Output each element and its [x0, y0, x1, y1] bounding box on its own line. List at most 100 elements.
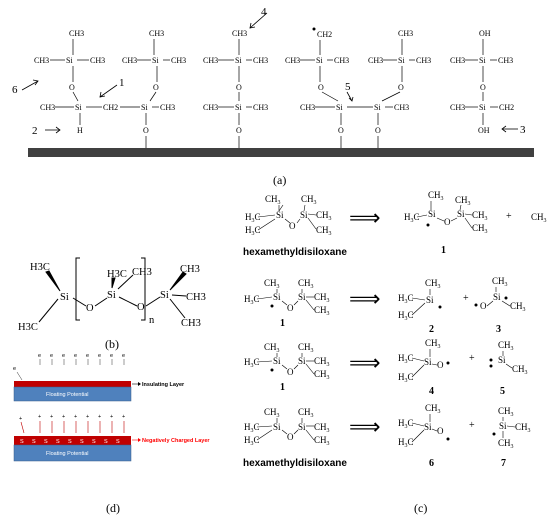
atom-si: Si [398, 56, 405, 65]
ion-arrows [20, 421, 125, 434]
svg-text:H3C: H3C [244, 357, 260, 369]
atom-si: Si [235, 56, 242, 65]
atom-ch3: CH3 [181, 318, 201, 329]
species-number: 3 [496, 324, 501, 335]
marker-2: 2 [32, 125, 38, 137]
svg-text:CH3: CH3 [314, 305, 330, 317]
radical-dot [446, 437, 450, 441]
reaction-row-1: CH3 CH3 H3C Si O Si CH3 H3C CH3 hexameth… [243, 190, 547, 258]
svg-text:H3C: H3C [244, 422, 260, 434]
ions-bottom: + + + + + + + + + [19, 414, 125, 422]
atom-o: O [137, 302, 145, 313]
svg-text:CH3: CH3 [316, 225, 332, 237]
marker-3: 3 [520, 124, 526, 136]
svg-text:O: O [287, 367, 294, 377]
floating-potential-label: Floating Potential [46, 392, 89, 398]
insulating-layer-label: Insulating Layer [142, 382, 185, 388]
atom-h3c: H3C [18, 322, 38, 333]
svg-text:CH3: CH3 [298, 342, 314, 354]
svg-text:CH3: CH3 [510, 301, 526, 313]
atom-ch3: CH3 [203, 103, 218, 112]
svg-text:Si: Si [298, 422, 306, 432]
svg-text:H3C: H3C [404, 212, 420, 224]
atom-si: Si [479, 103, 486, 112]
svg-text:CH3: CH3 [298, 278, 314, 290]
svg-text:CH3: CH3 [264, 278, 280, 290]
svg-text:CH3: CH3 [498, 406, 514, 418]
atom-o: O [153, 83, 159, 92]
electron: e [86, 353, 89, 359]
atom-ch3: CH3 [368, 56, 383, 65]
atom-ch3: CH3 [498, 56, 513, 65]
electron-paths-top [16, 359, 125, 381]
svg-text:Si: Si [424, 357, 432, 367]
atom-oh: OH [479, 29, 491, 38]
svg-text:H3C: H3C [398, 418, 414, 430]
surface-charge: S [20, 439, 24, 445]
reaction-row-3: CH3 CH3 H3C Si O Si CH3 CH3 1 ⟹ CH3 H3C … [244, 338, 528, 397]
svg-text:H3C: H3C [398, 437, 414, 449]
bonds-c [256, 201, 516, 443]
atom-si: Si [107, 290, 116, 301]
svg-text:H3C: H3C [244, 435, 260, 447]
ion: + [122, 414, 125, 420]
marker-1: 1 [119, 77, 125, 89]
atom-si: Si [66, 56, 73, 65]
svg-text:H3C: H3C [245, 225, 261, 237]
atom-ch3: CH3 [416, 56, 431, 65]
svg-text:H3C: H3C [398, 353, 414, 365]
reaction-row-2: CH3 CH3 H3C Si O Si CH3 CH3 1 ⟹ CH3 H3C … [244, 276, 526, 335]
pointer-arrowhead [138, 382, 141, 386]
species-number: 2 [429, 324, 434, 335]
atom-ch3: CH3 [40, 103, 55, 112]
surface-charge: S [116, 439, 120, 445]
species-number: 1 [441, 245, 446, 256]
atom-ch3: CH3 [180, 264, 200, 275]
atom-ch3: CH3 [394, 103, 409, 112]
panel-c: CH3 CH3 H3C Si O Si CH3 H3C CH3 hexameth… [243, 190, 547, 515]
pointer-arrowhead [138, 438, 141, 442]
atom-o: O [480, 83, 486, 92]
atom-h3c: H3C [107, 269, 127, 280]
surface-charges: S S S S S S S S S [20, 439, 120, 445]
atom-o: O [143, 126, 149, 135]
atom-ch3: CH3 [186, 292, 206, 303]
electron: e [13, 366, 16, 372]
atom-o: O [338, 126, 344, 135]
svg-text:O: O [437, 426, 444, 436]
atom-ch3: CH3 [203, 56, 218, 65]
plus-sign: + [506, 211, 512, 222]
panel-label-c: (c) [414, 501, 427, 515]
hmds-label: hexamethyldisiloxane [243, 247, 347, 258]
svg-text:O: O [480, 301, 487, 311]
radical-dot [474, 303, 478, 307]
svg-text:Si: Si [298, 356, 306, 366]
svg-text:CH3: CH3 [314, 292, 330, 304]
radical-dot [312, 27, 316, 31]
svg-text:CH3: CH3 [455, 195, 471, 207]
atom-si: Si [75, 103, 82, 112]
svg-text:Si: Si [273, 356, 281, 366]
svg-text:CH3: CH3 [301, 194, 317, 206]
electron: e [98, 353, 101, 359]
atom-o: O [398, 83, 404, 92]
atom-h3c: H3C [30, 262, 50, 273]
floating-potential-block [13, 444, 132, 462]
atom-si: Si [336, 103, 343, 112]
reaction-arrow: ⟹ [349, 351, 381, 376]
svg-text:CH3: CH3 [298, 407, 314, 419]
svg-text:Si: Si [493, 292, 501, 302]
atom-si: Si [374, 103, 381, 112]
atom-ch2: CH2 [317, 30, 332, 39]
surface-charge: S [56, 439, 60, 445]
svg-text:CH3: CH3 [314, 422, 330, 434]
svg-text:Si: Si [273, 422, 281, 432]
panel-b: H3C H3C Si O H3C CH3 Si O n Si CH3 CH3 C… [18, 257, 206, 351]
surface-charge: S [68, 439, 72, 445]
svg-text:Si: Si [300, 210, 308, 220]
atom-ch3: CH3 [132, 267, 152, 278]
svg-text:CH3: CH3 [498, 340, 514, 352]
svg-text:CH3: CH3 [425, 403, 441, 415]
negatively-charged-layer-bar [14, 436, 131, 445]
atom-ch3: CH3 [122, 56, 137, 65]
